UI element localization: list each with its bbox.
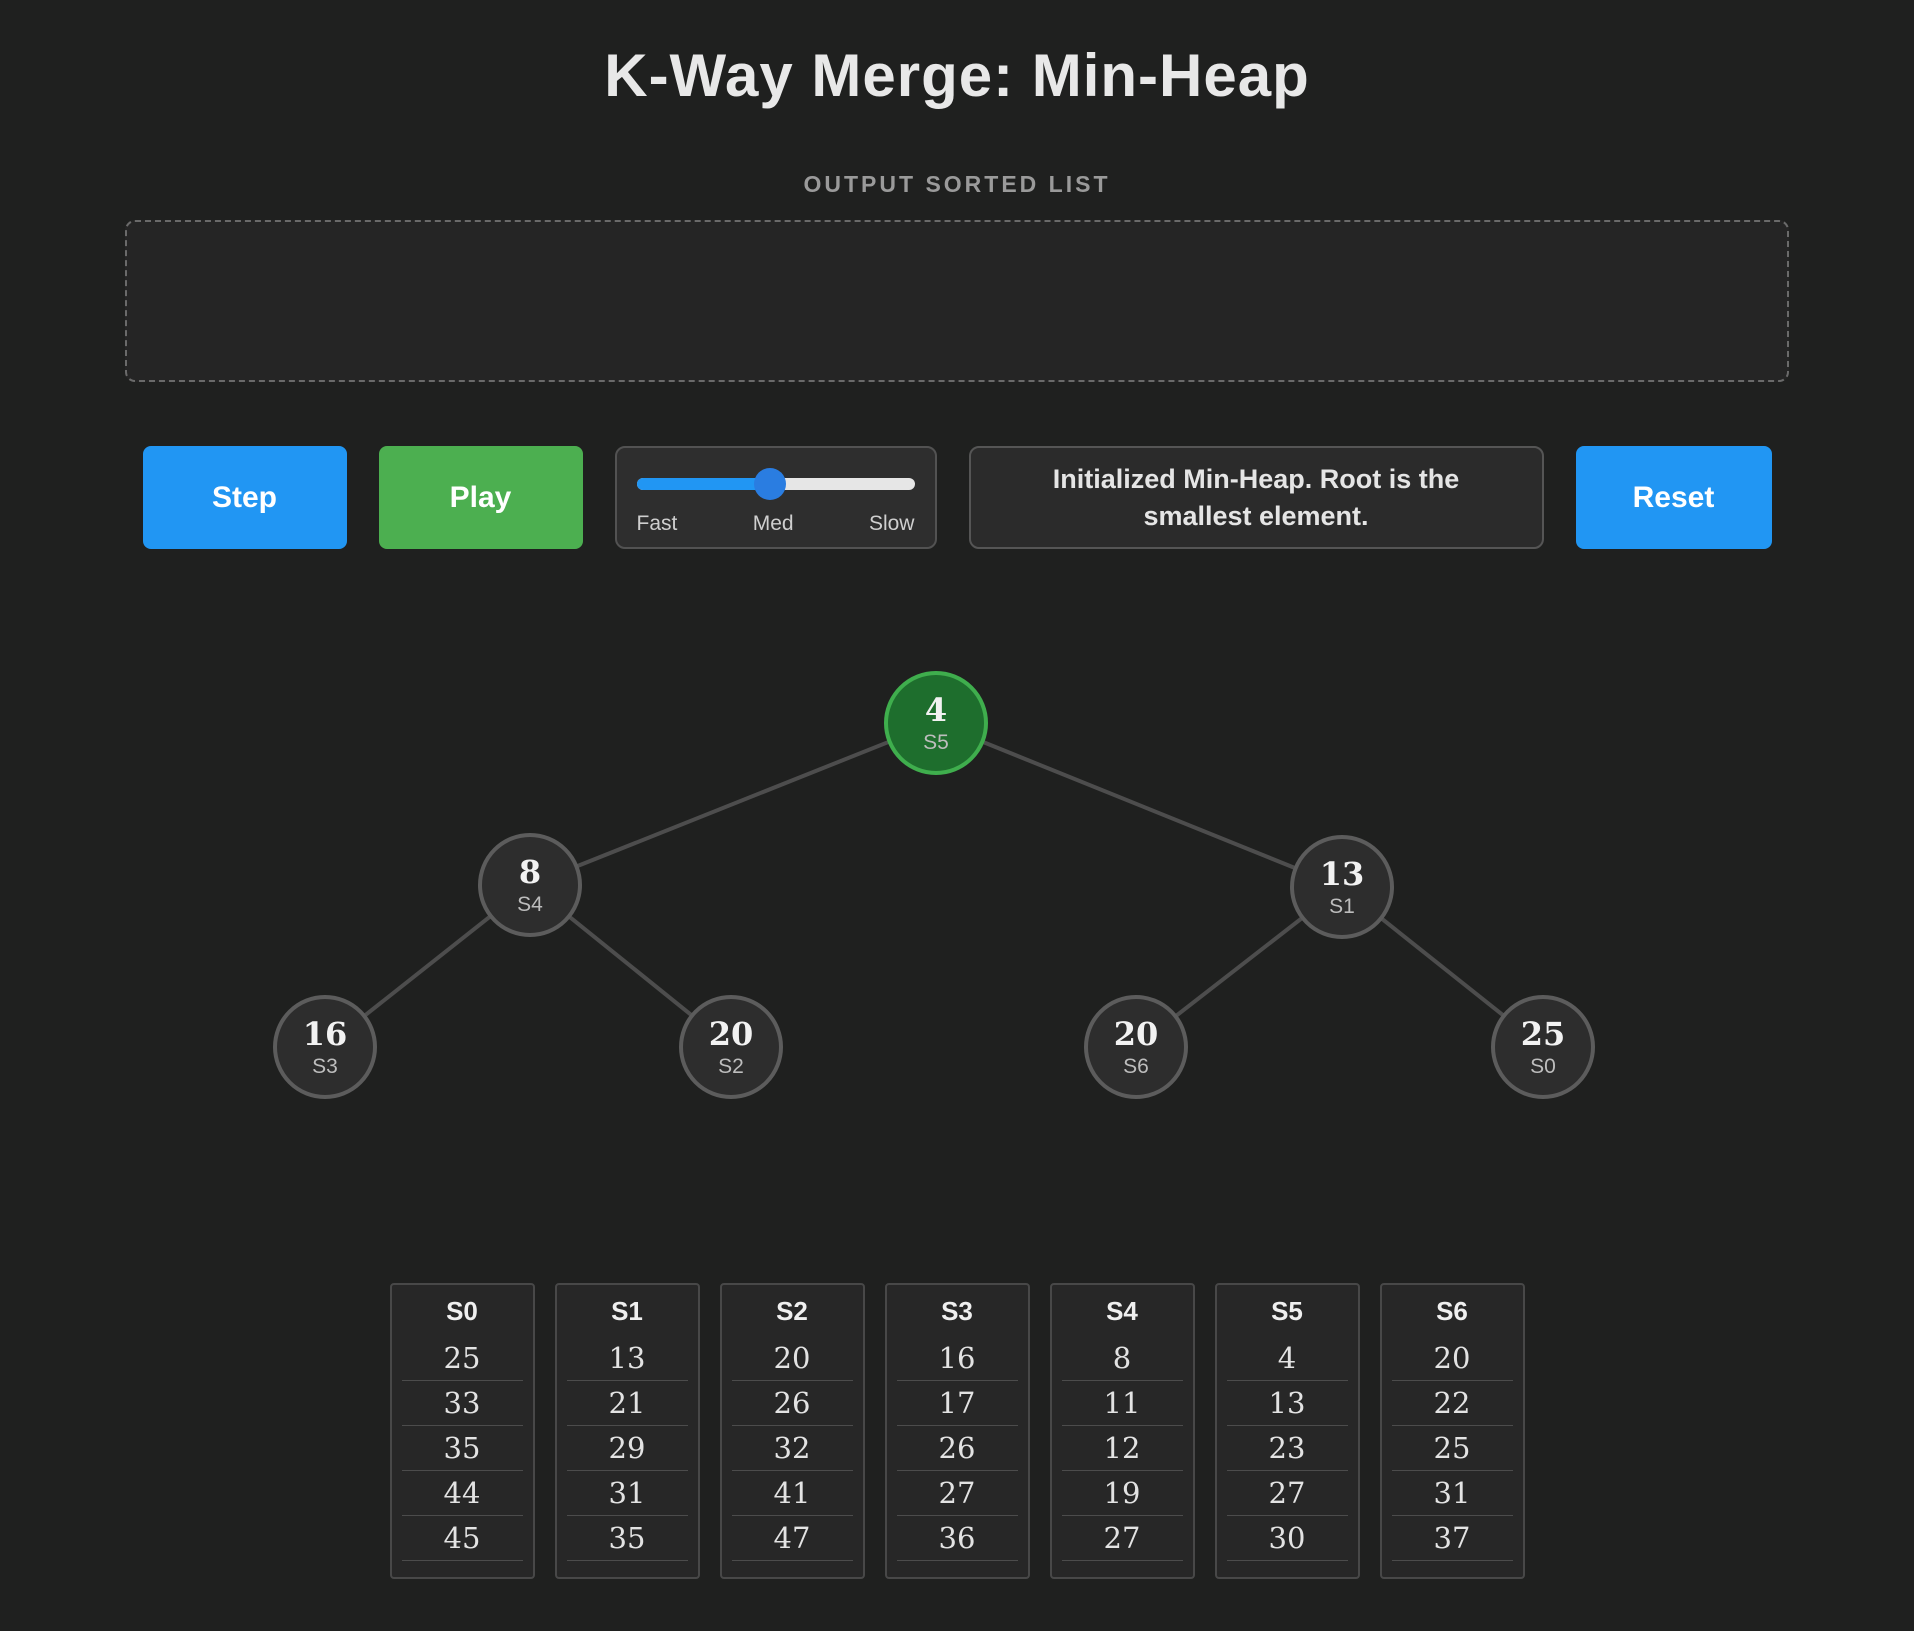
- heap-edge: [529, 721, 937, 887]
- step-button[interactable]: Step: [142, 446, 347, 549]
- list-item: 36: [896, 1516, 1018, 1561]
- list-item: 8: [1061, 1336, 1183, 1381]
- list-item: 44: [401, 1471, 523, 1516]
- list-column-header: S4: [1106, 1296, 1138, 1326]
- heap-node-value: 20: [708, 1014, 754, 1053]
- reset-button[interactable]: Reset: [1575, 446, 1772, 549]
- list-item: 22: [1391, 1381, 1513, 1426]
- list-item: 27: [896, 1471, 1018, 1516]
- list-item: 26: [896, 1426, 1018, 1471]
- list-item: 23: [1226, 1426, 1348, 1471]
- heap-node-source: S2: [718, 1054, 744, 1078]
- heap-node-source: S4: [517, 892, 543, 916]
- heap-edge: [935, 721, 1343, 889]
- heap-node-value: 13: [1319, 854, 1365, 893]
- heap-node-value: 20: [1113, 1014, 1159, 1053]
- list-item: 13: [1226, 1381, 1348, 1426]
- heap-node-source: S3: [312, 1054, 338, 1078]
- speed-label-fast: Fast: [636, 512, 678, 535]
- list-item: 32: [731, 1426, 853, 1471]
- controls-row: Step Play Fast Med Slow Initialized Min-…: [0, 446, 1914, 549]
- speed-label-med: Med: [752, 512, 794, 535]
- list-item: 26: [731, 1381, 853, 1426]
- heap-node-value: 8: [518, 852, 542, 891]
- heap-node-source: S0: [1530, 1054, 1556, 1078]
- list-column-header: S6: [1436, 1296, 1468, 1326]
- slider-thumb[interactable]: [753, 468, 786, 500]
- list-item: 13: [566, 1336, 688, 1381]
- list-column-header: S1: [611, 1296, 643, 1326]
- output-sorted-list-box: [125, 220, 1789, 382]
- list-item: 25: [401, 1336, 523, 1381]
- list-column-header: S0: [446, 1296, 478, 1326]
- list-item: 20: [731, 1336, 853, 1381]
- app: K-Way Merge: Min-Heap OUTPUT SORTED LIST…: [0, 45, 1914, 1631]
- output-list-label: OUTPUT SORTED LIST: [803, 171, 1111, 197]
- list-item: 27: [1226, 1471, 1348, 1516]
- list-item: 31: [1391, 1471, 1513, 1516]
- heap-node-source: S5: [923, 730, 949, 754]
- speed-label-slow: Slow: [868, 512, 915, 535]
- list-item: 33: [401, 1381, 523, 1426]
- speed-panel: Fast Med Slow: [614, 446, 937, 549]
- list-column-header: S2: [776, 1296, 808, 1326]
- heap-node-value: 4: [924, 690, 948, 729]
- heap-node-source: S6: [1123, 1054, 1149, 1078]
- list-item: 19: [1061, 1471, 1183, 1516]
- list-column-header: S5: [1271, 1296, 1303, 1326]
- list-item: 37: [1391, 1516, 1513, 1561]
- play-button[interactable]: Play: [378, 446, 583, 549]
- list-item: 21: [566, 1381, 688, 1426]
- slider-fill: [636, 478, 770, 490]
- list-item: 4: [1226, 1336, 1348, 1381]
- list-item: 35: [566, 1516, 688, 1561]
- list-item: 27: [1061, 1516, 1183, 1561]
- list-item: 16: [896, 1336, 1018, 1381]
- speed-slider[interactable]: [636, 468, 915, 500]
- list-item: 41: [731, 1471, 853, 1516]
- list-item: 29: [566, 1426, 688, 1471]
- list-item: 35: [401, 1426, 523, 1471]
- page-title: K-Way Merge: Min-Heap: [604, 42, 1310, 109]
- list-item: 17: [896, 1381, 1018, 1426]
- heap-node-value: 25: [1520, 1014, 1566, 1053]
- heap-node-source: S1: [1329, 894, 1355, 918]
- slider-labels: Fast Med Slow: [637, 512, 915, 536]
- slider-track[interactable]: [636, 468, 915, 500]
- list-item: 45: [401, 1516, 523, 1561]
- status-message: Initialized Min-Heap. Root is the smalle…: [968, 446, 1544, 549]
- list-item: 30: [1226, 1516, 1348, 1561]
- heap-node-value: 16: [302, 1014, 348, 1053]
- list-column-header: S3: [941, 1296, 973, 1326]
- list-item: 20: [1391, 1336, 1513, 1381]
- list-item: 25: [1391, 1426, 1513, 1471]
- list-item: 12: [1061, 1426, 1183, 1471]
- list-item: 47: [731, 1516, 853, 1561]
- list-item: 11: [1061, 1381, 1183, 1426]
- list-item: 31: [566, 1471, 688, 1516]
